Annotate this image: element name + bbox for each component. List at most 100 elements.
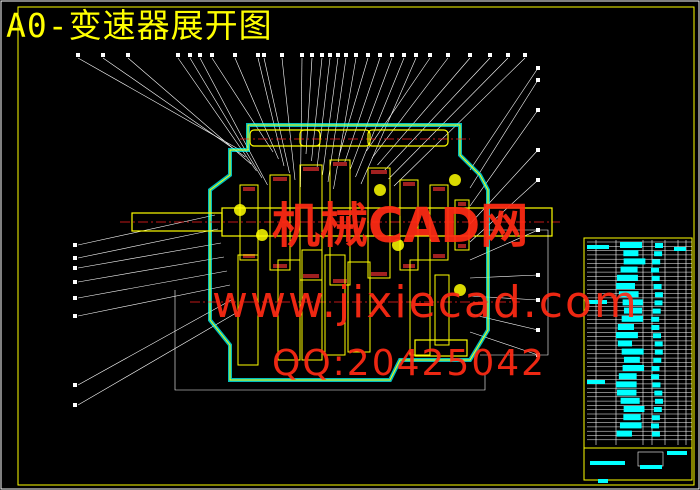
gear <box>299 164 323 281</box>
balloon-marker <box>536 66 540 70</box>
balloon-marker <box>536 108 540 112</box>
leader-line <box>344 57 381 164</box>
leader-line <box>281 57 296 181</box>
countershaft-gear <box>237 254 259 366</box>
watermark-url: www.jixiecad.com <box>212 277 639 328</box>
parts-list-entry <box>618 291 639 298</box>
parts-list-entry <box>623 307 643 314</box>
bearing <box>374 184 386 196</box>
parts-list-entry <box>652 382 661 388</box>
leader-line <box>355 57 405 178</box>
balloon-marker <box>210 53 214 57</box>
leader-line <box>382 57 491 173</box>
leader-line <box>127 57 252 165</box>
parts-list-entry <box>619 422 642 429</box>
leader-line <box>77 214 216 246</box>
shift-rail <box>249 129 321 147</box>
balloon-marker <box>536 178 540 182</box>
parts-list-entry <box>674 247 686 251</box>
parts-list-entry <box>654 292 663 298</box>
balloon-marker <box>73 256 77 260</box>
bearing <box>234 204 246 216</box>
parts-list-entry <box>616 332 638 339</box>
balloon-marker <box>536 78 540 82</box>
parts-list-entry <box>653 407 662 412</box>
gear <box>329 159 351 286</box>
gear-tooth-band <box>458 202 466 206</box>
leader-line <box>469 179 539 243</box>
parts-list-entry <box>587 300 607 304</box>
leader-line <box>469 274 539 279</box>
leader-line <box>77 298 234 386</box>
title-block-frame <box>583 447 693 481</box>
parts-list-entry <box>618 373 637 380</box>
balloon-marker <box>536 273 540 277</box>
leader-line <box>77 228 219 259</box>
countershaft-gear <box>324 254 346 356</box>
parts-list-entry <box>617 340 633 347</box>
parts-list-entry <box>621 315 643 322</box>
parts-list-entry <box>651 431 660 437</box>
watermark-site-name: 机械CAD网 <box>272 198 529 254</box>
leader-line <box>377 57 471 166</box>
parts-list-entry <box>616 283 635 289</box>
parts-list-entry <box>620 266 638 273</box>
balloon-marker <box>536 328 540 332</box>
countershaft-gear <box>301 249 323 361</box>
parts-list-entry <box>623 414 641 421</box>
parts-list-entry <box>623 356 640 363</box>
leader-line <box>77 256 225 283</box>
leader-line <box>393 57 526 187</box>
balloon-marker <box>73 403 77 407</box>
parts-list-entry <box>622 299 643 306</box>
housing-outline <box>209 124 489 381</box>
leader-line <box>77 312 237 406</box>
leader-line <box>77 284 231 317</box>
leader-line <box>469 149 539 225</box>
sheet-border-inner <box>17 6 695 486</box>
parts-list-entry <box>587 245 609 249</box>
parts-list-entry <box>623 250 639 257</box>
balloon-marker <box>198 53 202 57</box>
gear-tooth-band <box>458 244 466 248</box>
balloon-marker <box>468 53 472 57</box>
balloon-marker <box>233 53 237 57</box>
leader-line <box>327 57 347 183</box>
balloon-marker <box>280 53 284 57</box>
gear-tooth-band <box>371 170 387 174</box>
countershaft-gear <box>409 259 431 356</box>
title-block-text <box>598 479 608 483</box>
parts-list-entry <box>651 325 660 330</box>
leader-line <box>469 67 539 171</box>
balloon-marker <box>176 53 180 57</box>
leader-line <box>469 109 539 207</box>
bearing <box>392 239 404 251</box>
parts-list-entry <box>620 242 642 248</box>
balloon-marker <box>73 296 77 300</box>
balloon-marker <box>378 53 382 57</box>
shift-rail <box>367 129 449 147</box>
title-block-text <box>590 461 625 465</box>
balloon-marker <box>354 53 358 57</box>
parts-list-entry <box>654 341 663 347</box>
balloon-marker <box>428 53 432 57</box>
balloon-marker <box>300 53 304 57</box>
balloon-marker <box>402 53 406 57</box>
leader-line <box>388 57 509 180</box>
parts-list-entry <box>651 415 660 421</box>
gear-tooth-band <box>371 272 387 276</box>
leader-line <box>77 270 228 299</box>
balloon-marker <box>344 53 348 57</box>
balloon-marker <box>328 53 332 57</box>
parts-list-entry <box>654 300 663 306</box>
gear-tooth-band <box>333 162 347 166</box>
dimension-outline <box>174 229 549 391</box>
gear-tooth-band <box>333 279 347 283</box>
leader-line <box>263 57 290 174</box>
parts-list-entry <box>622 365 645 371</box>
leader-line <box>102 57 246 158</box>
parts-list-entry <box>621 348 644 355</box>
balloon-marker <box>536 298 540 302</box>
countershaft-gear <box>277 259 301 361</box>
